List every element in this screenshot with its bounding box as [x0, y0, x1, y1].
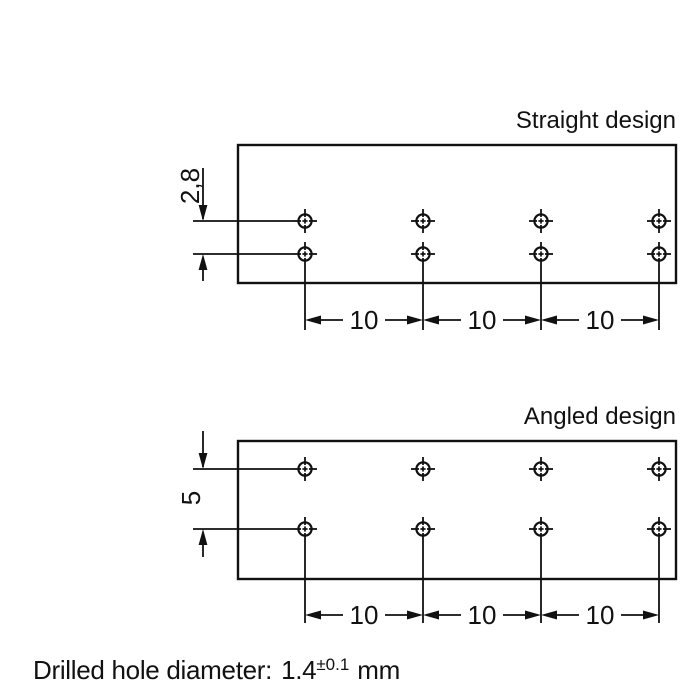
drill-hole-marker: [645, 515, 673, 543]
arrow-down-icon: [198, 453, 208, 469]
drill-hole-marker: [409, 455, 437, 483]
drill-hole-marker: [291, 515, 319, 543]
footnote-label: Drilled hole diameter:: [33, 655, 273, 685]
arrow-left-icon: [541, 610, 557, 620]
arrow-right-icon: [525, 610, 541, 620]
straight-pitch-label: 10: [586, 305, 615, 335]
arrow-right-icon: [407, 610, 423, 620]
straight-pitch-dimension: 10 10 10: [304, 266, 660, 335]
straight-design-title: Straight design: [516, 107, 676, 134]
arrow-left-icon: [423, 610, 439, 620]
straight-pitch-label: 10: [468, 305, 497, 335]
footnote-unit: mm: [357, 655, 401, 685]
angled-panel-outline: [236, 439, 678, 581]
footnote-value: 1.4: [281, 655, 317, 685]
arrow-left-icon: [541, 315, 557, 325]
arrow-left-icon: [423, 315, 439, 325]
drilled-hole-diameter-note: Drilled hole diameter: 1.4±0.1 mm: [33, 655, 400, 686]
arrow-right-icon: [407, 315, 423, 325]
straight-panel-outline: [236, 143, 678, 285]
drill-hole-marker: [527, 207, 555, 235]
drill-hole-marker: [527, 455, 555, 483]
arrow-right-icon: [643, 610, 659, 620]
angled-design-title: Angled design: [524, 403, 676, 430]
arrow-left-icon: [305, 315, 321, 325]
drill-hole-marker: [409, 240, 437, 268]
drill-hole-marker: [527, 240, 555, 268]
drill-hole-marker: [291, 207, 319, 235]
angled-row-spacing-dimension: 5: [176, 431, 293, 557]
footnote-tolerance: ±0.1: [316, 655, 350, 674]
drill-hole-marker: [645, 240, 673, 268]
angled-design-section: Angled design 5: [176, 403, 678, 630]
arrow-left-icon: [305, 610, 321, 620]
angled-row-spacing-label: 5: [176, 491, 206, 505]
straight-design-section: Straight design 2,8: [175, 107, 678, 335]
arrow-up-icon: [198, 529, 208, 545]
drill-hole-marker: [645, 455, 673, 483]
straight-pitch-label: 10: [350, 305, 379, 335]
angled-pitch-label: 10: [350, 600, 379, 630]
angled-hole-grid: [291, 455, 673, 543]
arrow-down-icon: [198, 205, 208, 221]
drill-hole-marker: [409, 207, 437, 235]
angled-pitch-label: 10: [468, 600, 497, 630]
drill-hole-marker: [409, 515, 437, 543]
angled-pitch-dimension: 10 10 10: [304, 541, 660, 630]
drill-hole-marker: [527, 515, 555, 543]
drill-hole-marker: [291, 240, 319, 268]
arrow-right-icon: [525, 315, 541, 325]
arrow-up-icon: [198, 254, 208, 270]
straight-row-spacing-label: 2,8: [175, 168, 205, 204]
straight-row-spacing-dimension: 2,8: [175, 168, 293, 281]
angled-pitch-label: 10: [586, 600, 615, 630]
drill-hole-marker: [645, 207, 673, 235]
arrow-right-icon: [643, 315, 659, 325]
drill-hole-marker: [291, 455, 319, 483]
straight-hole-grid: [291, 207, 673, 268]
